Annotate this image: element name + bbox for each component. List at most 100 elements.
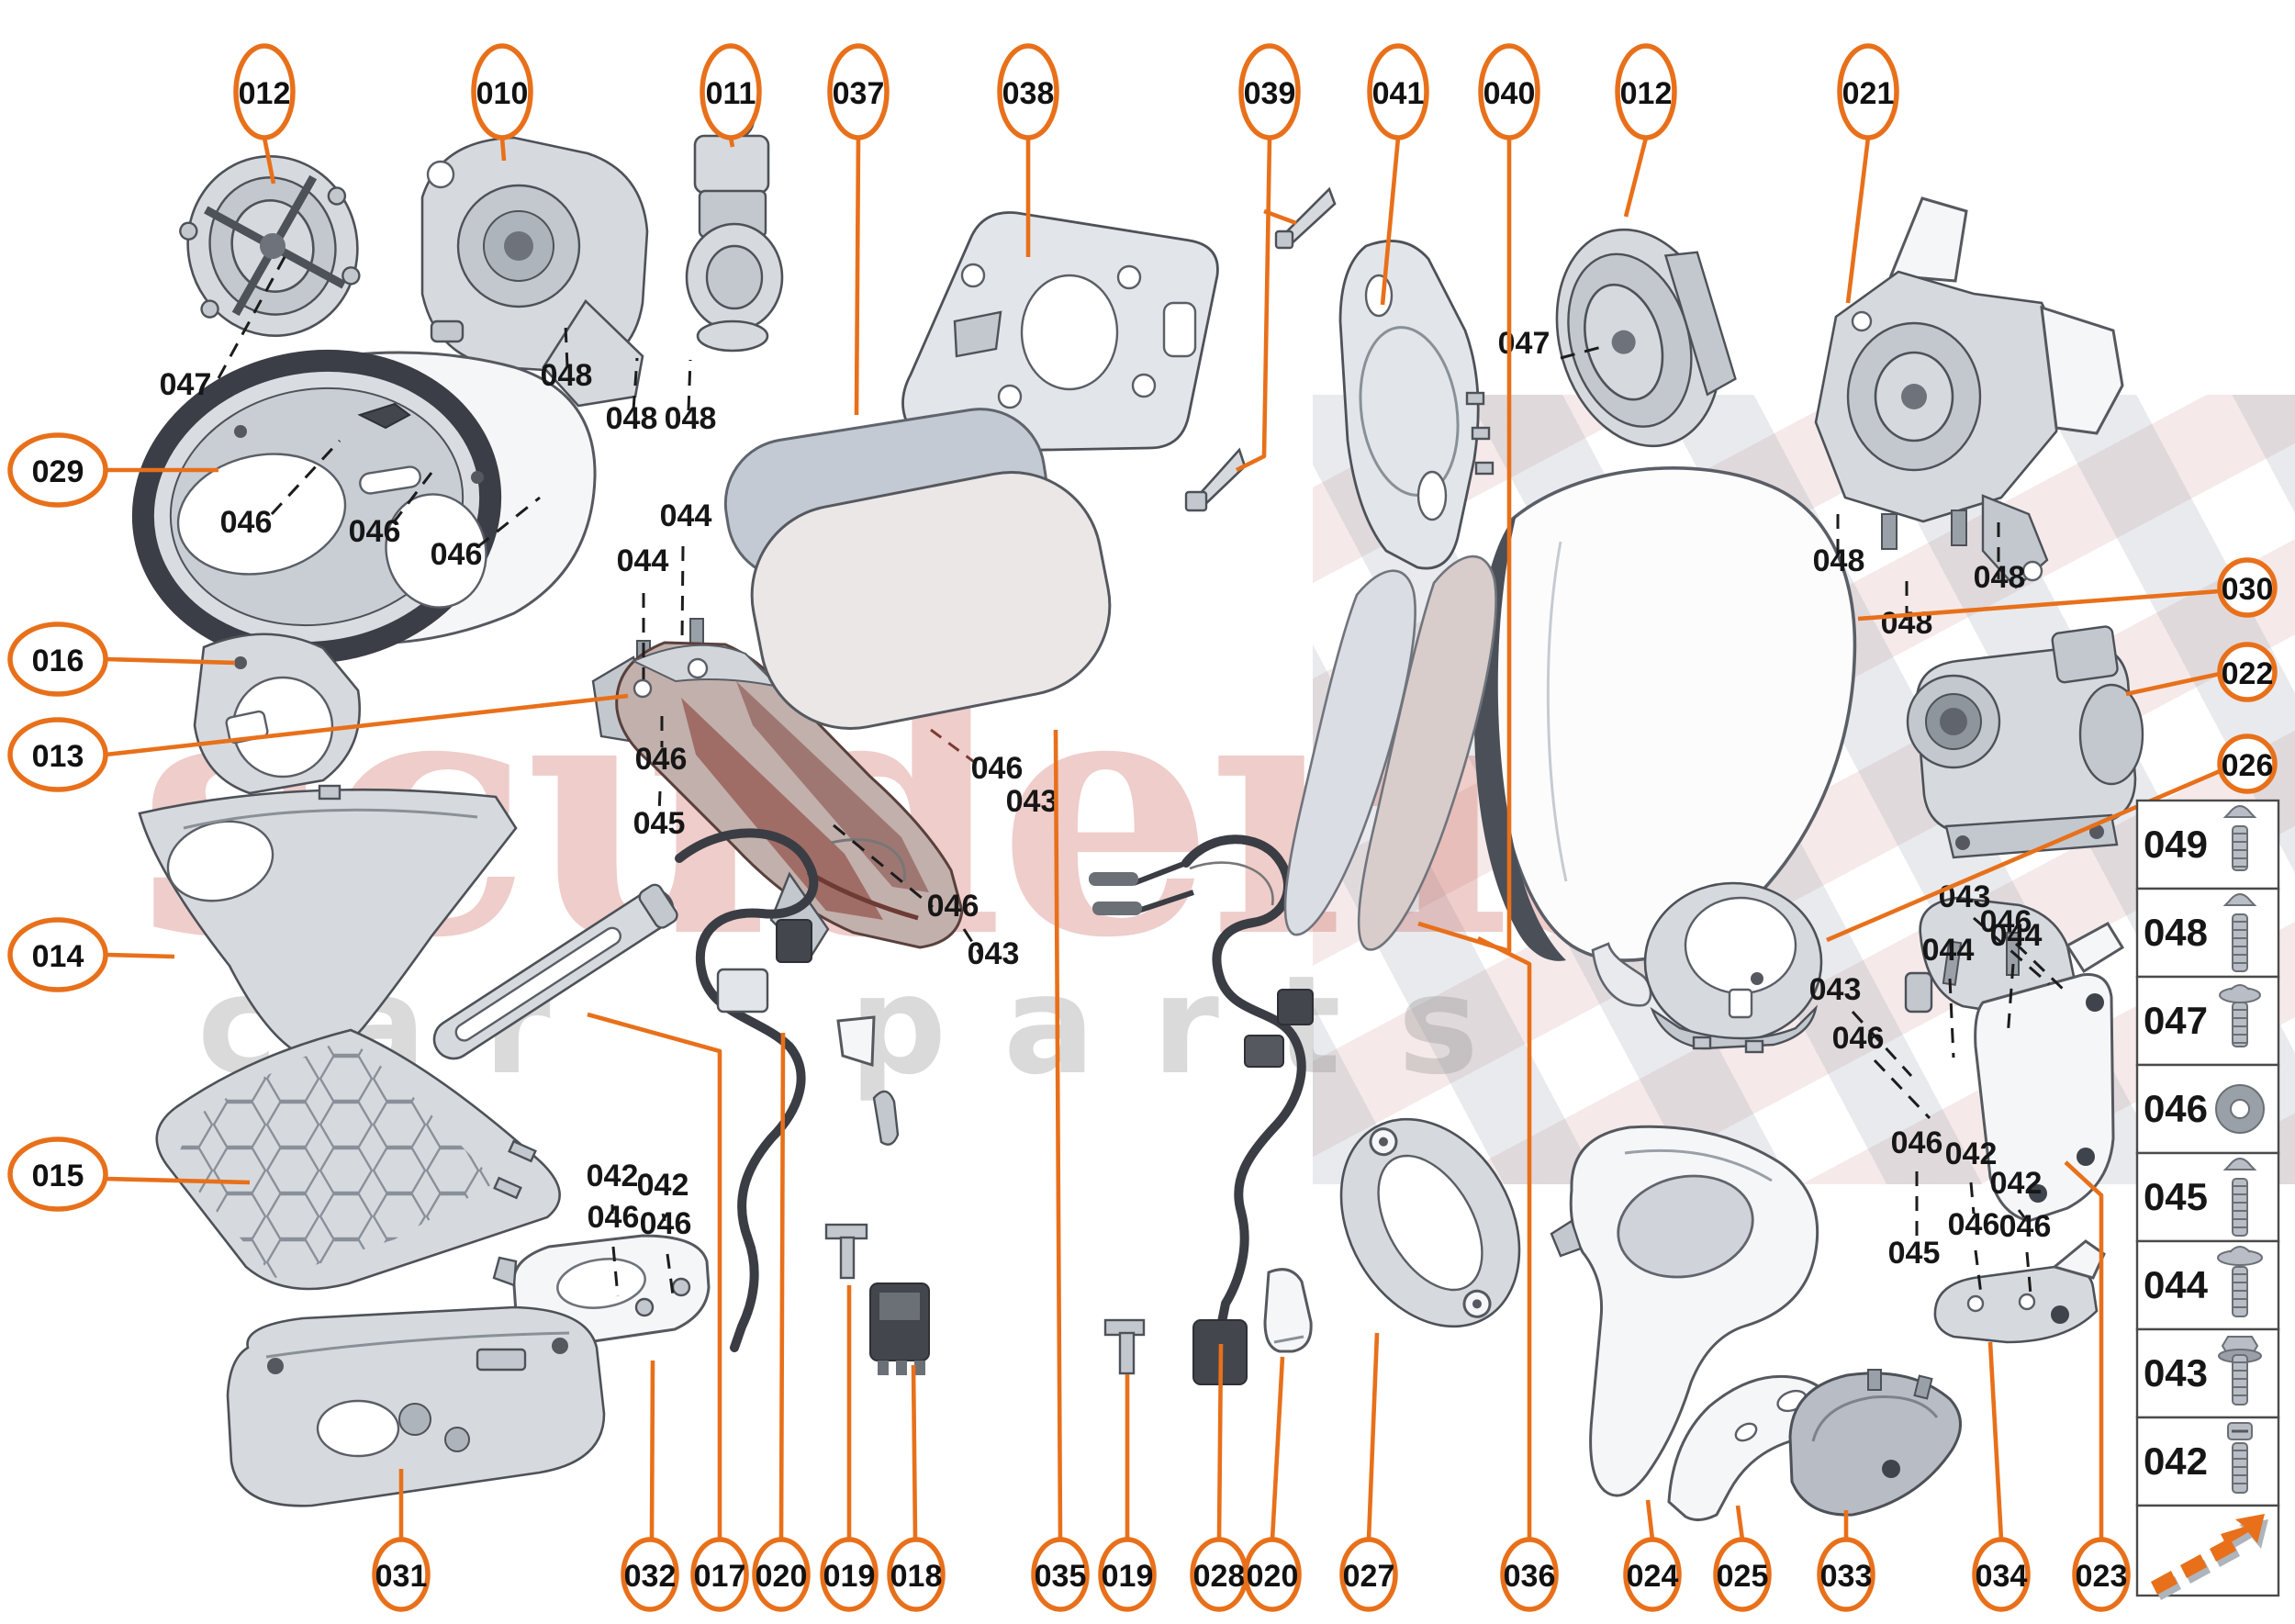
callout-034: 034 [1972, 1341, 2031, 1612]
part-trim-strip-017 [432, 883, 678, 1060]
fastener-row-045: 045 [2135, 1151, 2280, 1243]
part-number-label: 044 [617, 543, 669, 578]
part-backing-plate-041 [1338, 240, 1495, 570]
callout-label: 020 [1247, 1559, 1299, 1594]
callout-label: 012 [239, 76, 291, 111]
connector-020 [716, 968, 769, 1014]
part-number-label: 046 [1948, 1207, 2000, 1242]
callout-025: 025 [1713, 1505, 1772, 1612]
part-number-label: 046 [1999, 1209, 2052, 1244]
part-number-label: 046 [220, 505, 273, 540]
part-connector-018 [869, 1282, 930, 1375]
callout-label: 038 [1002, 76, 1055, 111]
callout-label: 033 [1820, 1559, 1873, 1594]
part-number-label: 046 [635, 742, 688, 777]
washer-icon [2215, 1084, 2265, 1134]
callout-039: 039 [1235, 43, 1301, 473]
callout-022: 022 [2125, 642, 2278, 702]
part-bulb-020a [872, 1090, 900, 1146]
part-number-label: 047 [160, 367, 212, 402]
part-base-bracket-013 [591, 618, 964, 960]
part-fold-motor-022 [1906, 625, 2144, 859]
callout-label: 024 [1627, 1559, 1679, 1594]
callout-017: 017 [587, 1012, 749, 1612]
part-glass-backing-plate-038 [901, 211, 1219, 454]
part-clip-019a [824, 1223, 868, 1240]
callout-019: 019 [1098, 1374, 1157, 1612]
callout-label: 014 [32, 939, 84, 974]
callout-label: 032 [624, 1559, 677, 1594]
fastener-number: 043 [2144, 1351, 2208, 1394]
fastener-row-049: 049 [2135, 799, 2280, 890]
fastener-row-048: 048 [2135, 887, 2280, 979]
callout-label: 019 [823, 1559, 876, 1594]
part-mirror-head-shell-030 [1473, 466, 1857, 1007]
part-number-label: 047 [1498, 326, 1551, 361]
part-bulb-020b [1263, 1268, 1313, 1353]
fastener-number: 049 [2144, 823, 2208, 866]
fastener-number: 047 [2144, 999, 2208, 1042]
part-number-label: 043 [1809, 972, 1862, 1007]
part-number-label: 046 [588, 1200, 640, 1235]
part-number-label: 043 [1939, 879, 1991, 914]
callout-033: 033 [1817, 1510, 1875, 1612]
part-number-label: 048 [541, 358, 593, 393]
callout-label: 030 [2222, 572, 2274, 607]
callout-010: 010 [471, 43, 533, 162]
callout-032: 032 [621, 1360, 679, 1612]
callout-label: 041 [1372, 76, 1425, 111]
part-number-label: 046 [431, 537, 483, 572]
callout-020: 020 [752, 1032, 811, 1612]
part-mirror-actuator-010 [420, 136, 649, 440]
part-number-label: 046 [1891, 1126, 1943, 1160]
callout-label: 027 [1343, 1559, 1395, 1594]
callout-label: 020 [756, 1559, 808, 1594]
part-number-label: 048 [665, 401, 717, 436]
part-lower-trim-033 [1788, 1369, 1962, 1517]
part-wiring-harness-left [675, 828, 930, 1375]
part-adhesive-film-040 [1283, 569, 1416, 936]
part-number-label: 043 [968, 936, 1020, 971]
callout-015: 015 [7, 1137, 251, 1212]
callout-011: 011 [700, 43, 762, 148]
callout-012: 012 [233, 43, 296, 185]
fastener-number: 046 [2144, 1087, 2208, 1130]
part-number-label: 046 [349, 514, 401, 549]
callout-035: 035 [1031, 729, 1090, 1612]
callout-label: 022 [2222, 656, 2274, 691]
callout-019: 019 [820, 1285, 879, 1612]
callout-038: 038 [997, 43, 1059, 257]
part-number-label: 048 [1813, 543, 1865, 578]
callout-027: 027 [1339, 1332, 1398, 1612]
part-washer-pump-011 [685, 98, 784, 353]
callout-label: 037 [833, 76, 885, 111]
part-glass-holder-ring-026 [1643, 881, 1823, 1054]
callout-028: 028 [1190, 1343, 1248, 1612]
brand-arrow-logo [2135, 1504, 2280, 1600]
callout-029: 029 [7, 432, 218, 508]
callout-label: 015 [32, 1159, 84, 1193]
bolt-hex-flange-icon [2218, 1336, 2262, 1406]
screw-flange-icon [2217, 1246, 2263, 1317]
fastener-row-044: 044 [2135, 1239, 2280, 1331]
callout-label: 040 [1483, 76, 1536, 111]
part-clip-019b [1103, 1318, 1146, 1375]
callout-label: 016 [32, 644, 84, 678]
callout-label: 012 [1620, 76, 1673, 111]
part-mirror-motor-right-012 [1555, 228, 1737, 448]
callout-label: 025 [1717, 1559, 1769, 1594]
part-number-label: 044 [1922, 933, 1975, 968]
callout-label: 029 [32, 454, 84, 489]
callout-041: 041 [1367, 43, 1429, 306]
callout-026: 026 [1826, 734, 2278, 943]
part-triangle-trim-014 [138, 784, 518, 1059]
callout-label: 028 [1193, 1559, 1246, 1594]
part-foot-cover-024 [1550, 1125, 1819, 1497]
part-number-label: 046 [1832, 1021, 1885, 1056]
fastener-row-043: 043 [2135, 1327, 2280, 1419]
callout-020: 020 [1243, 1356, 1302, 1612]
part-clip-wedge-039b [1184, 447, 1247, 512]
callout-label: 031 [375, 1559, 428, 1594]
callout-label: 019 [1102, 1559, 1154, 1594]
